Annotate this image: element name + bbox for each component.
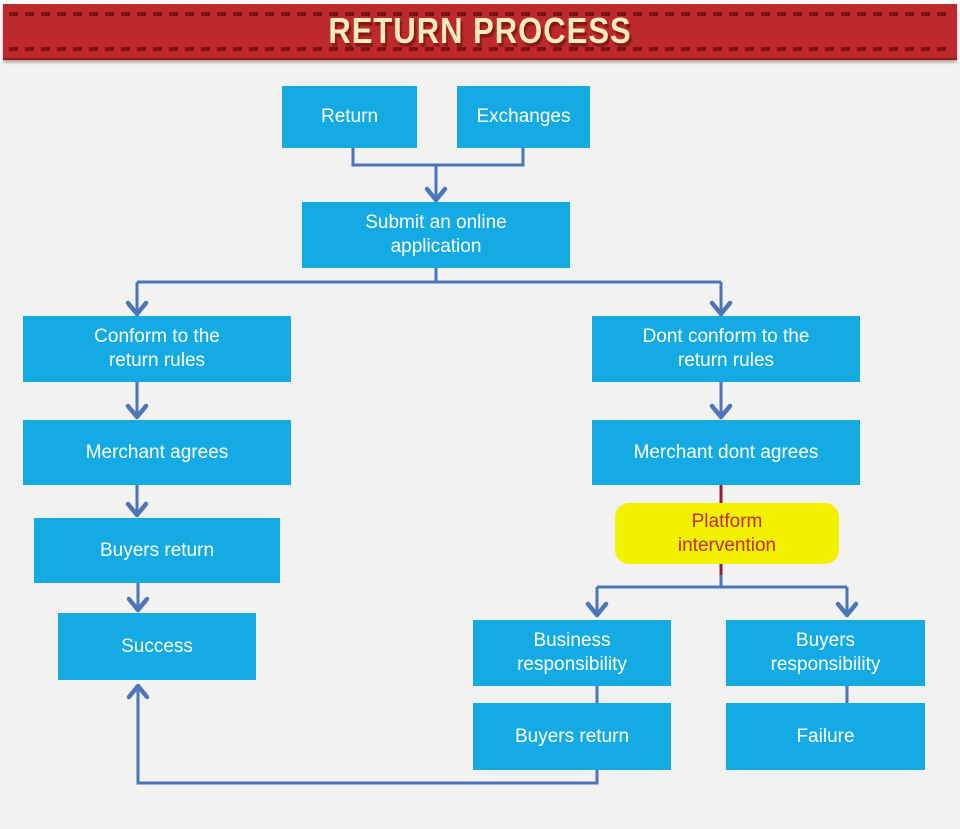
node-buyers-return-bottom-label: Buyers return <box>514 725 630 747</box>
node-dont-conform-rules-label: Dont conform to the return rules <box>642 326 810 371</box>
node-conform-rules: Conform to the return rules <box>23 316 291 382</box>
node-buyers-responsibility-label: Buyers responsibility <box>770 630 881 675</box>
node-buyers-return-bottom: Buyers return <box>473 703 671 770</box>
node-merchant-agrees-label: Merchant agrees <box>85 441 229 463</box>
node-success-label: Success <box>121 635 193 657</box>
node-platform-intervention: Platform intervention <box>615 503 839 564</box>
node-merchant-agrees: Merchant agrees <box>23 420 291 485</box>
node-failure: Failure <box>726 703 925 770</box>
node-business-responsibility-label: Business responsibility <box>517 630 627 675</box>
node-submit-application: Submit an online application <box>302 202 570 268</box>
node-buyers-return-left: Buyers return <box>34 518 280 583</box>
node-failure-label: Failure <box>796 725 855 747</box>
node-dont-conform-rules: Dont conform to the return rules <box>592 316 860 382</box>
node-exchanges-label: Exchanges <box>476 106 571 127</box>
page-title: RETURN PROCESS <box>328 9 632 52</box>
node-return-label: Return <box>320 106 379 127</box>
node-exchanges: Exchanges <box>457 86 590 148</box>
node-success: Success <box>58 613 256 680</box>
node-merchant-dont-agrees-label: Merchant dont agrees <box>633 441 819 463</box>
title-banner: RETURN PROCESS <box>3 4 957 60</box>
node-conform-rules-label: Conform to the return rules <box>94 326 220 371</box>
node-submit-application-label: Submit an online application <box>365 212 507 257</box>
node-buyers-responsibility: Buyers responsibility <box>726 620 925 686</box>
node-business-responsibility: Business responsibility <box>473 620 671 686</box>
node-buyers-return-left-label: Buyers return <box>99 539 215 561</box>
node-merchant-dont-agrees: Merchant dont agrees <box>592 420 860 485</box>
node-return: Return <box>282 86 417 148</box>
node-platform-intervention-label: Platform intervention <box>677 510 777 556</box>
